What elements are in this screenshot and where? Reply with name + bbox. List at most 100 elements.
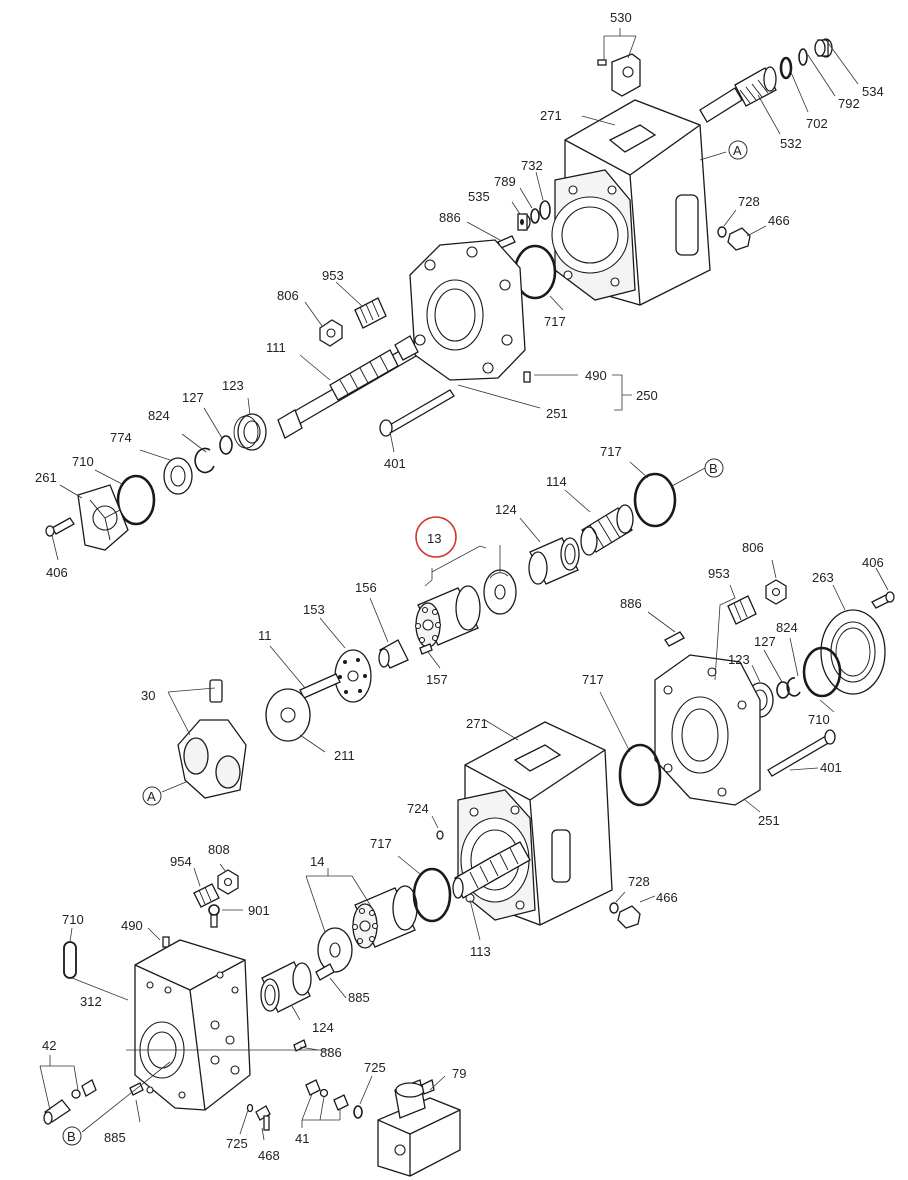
label-953-top: 953: [322, 268, 344, 283]
label-534: 534: [862, 84, 884, 99]
part-114-spline-coupling: [580, 504, 634, 556]
part-724-ring: [436, 830, 444, 840]
label-312: 312: [80, 994, 102, 1009]
label-406-top: 406: [46, 565, 68, 580]
part-466-plug-lower: [617, 905, 641, 929]
label-79: 79: [452, 1066, 466, 1081]
label-953-mid: 953: [708, 566, 730, 581]
part-954-screw: [193, 883, 220, 908]
label-114: 114: [546, 474, 567, 489]
part-13-valve-plate: [483, 569, 517, 615]
part-732-ring: [539, 200, 551, 220]
part-953-screw: [354, 297, 387, 329]
label-885-lower: 885: [104, 1130, 126, 1145]
label-885-upper: 885: [348, 990, 370, 1005]
part-401-bolt: [379, 389, 455, 437]
label-251-top: 251: [546, 406, 568, 421]
label-124-lower: 124: [312, 1020, 334, 1035]
part-717-oring-bottom: [412, 867, 452, 923]
label-532: 532: [780, 136, 802, 151]
part-251-flange-mid: [654, 654, 761, 806]
part-806-nut: [319, 319, 343, 347]
part-710-oring-mid: [802, 646, 842, 698]
part-824-snap-ring: [194, 447, 215, 474]
part-710-oring: [116, 474, 156, 526]
label-ref-a-top: A: [733, 143, 742, 158]
label-717-lower: 717: [582, 672, 604, 687]
highlight-circle-13: [415, 516, 457, 558]
label-401-mid: 401: [820, 760, 842, 775]
label-954: 954: [170, 854, 192, 869]
label-774: 774: [110, 430, 132, 445]
label-710-top: 710: [72, 454, 94, 469]
part-156-spherical-bush: [378, 639, 409, 669]
label-901: 901: [248, 903, 270, 918]
part-717-oring-lower: [618, 743, 662, 807]
label-792: 792: [838, 96, 860, 111]
label-886-top: 886: [439, 210, 461, 225]
part-79-valve: [377, 1079, 461, 1177]
part-153-retainer-plate: [334, 649, 372, 703]
part-792-ring: [798, 48, 808, 66]
label-261: 261: [35, 470, 57, 485]
label-11: 11: [258, 628, 272, 643]
label-41: 41: [295, 1131, 309, 1146]
part-401-bolt-mid: [767, 729, 836, 777]
part-14-valve-plate: [317, 927, 353, 973]
label-824-mid: 824: [776, 620, 798, 635]
part-406-screw: [45, 517, 75, 537]
label-717-top: 717: [544, 314, 566, 329]
label-717-bottom: 717: [370, 836, 392, 851]
part-534-cap: [814, 38, 833, 58]
part-806-nut-mid: [765, 579, 787, 605]
part-11-piston: [299, 673, 341, 699]
part-13-cylinder-block: [414, 585, 481, 648]
part-886-pin-lower: [293, 1039, 307, 1052]
leader-lines: [39, 28, 889, 1141]
label-263: 263: [812, 570, 834, 585]
ref-circle-b-bottom: [62, 1126, 82, 1146]
label-211: 211: [334, 748, 355, 763]
label-468: 468: [258, 1148, 280, 1163]
label-14: 14: [310, 854, 324, 869]
label-535: 535: [468, 189, 490, 204]
part-468-screw: [255, 1105, 271, 1131]
part-127-spacer: [219, 435, 233, 455]
label-490-lower: 490: [121, 918, 143, 933]
label-886-lower: 886: [320, 1045, 342, 1060]
part-271-lower-casing: [457, 721, 613, 926]
ref-circle-a-mid: [142, 786, 162, 806]
part-953-screw-mid: [727, 595, 757, 625]
label-153: 153: [303, 602, 325, 617]
label-466-lower: 466: [656, 890, 678, 905]
label-13: 13: [427, 531, 441, 546]
label-ref-b-mid: B: [709, 461, 718, 476]
label-732: 732: [521, 158, 543, 173]
label-127-mid: 127: [754, 634, 776, 649]
label-ref-a-mid: A: [147, 789, 156, 804]
part-710-oring-lower: [63, 941, 77, 979]
part-42-plug-assembly: [43, 1079, 97, 1125]
part-406-screw-mid: [871, 591, 895, 609]
label-824-top: 824: [148, 408, 170, 423]
part-808-nut: [217, 869, 239, 895]
part-labels: 530 534 792 702 532 271 A 732 789 535 72…: [35, 10, 884, 1163]
label-250: 250: [636, 388, 658, 403]
label-728-lower: 728: [628, 874, 650, 889]
label-157: 157: [426, 672, 448, 687]
part-271-upper-casing: [551, 99, 711, 306]
label-725-upper: 725: [364, 1060, 386, 1075]
part-113-shaft: [452, 841, 531, 899]
part-725-ring-small: [246, 1103, 254, 1113]
label-127-top: 127: [182, 390, 204, 405]
part-702-ring: [779, 56, 793, 80]
ref-circle-b-mid: [704, 458, 724, 478]
part-251-flange: [409, 239, 526, 381]
label-123-mid: 123: [728, 652, 750, 667]
part-261-cover: [77, 484, 129, 551]
label-156: 156: [355, 580, 377, 595]
label-251-mid: 251: [758, 813, 780, 828]
part-824-snap-ring-mid: [786, 677, 801, 697]
part-127-spacer-mid: [776, 681, 790, 699]
